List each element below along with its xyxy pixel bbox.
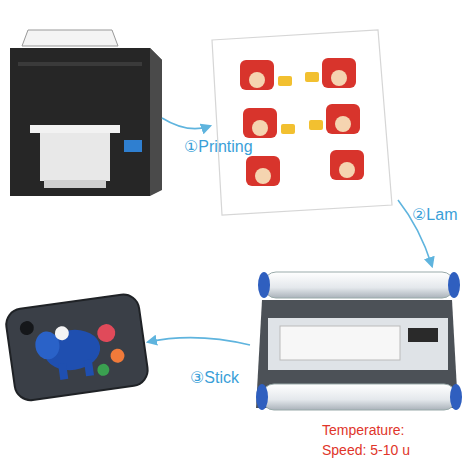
laminator-picture [256,272,462,410]
phone-case [4,292,149,402]
printer-picture [10,30,162,196]
flow-arrow [148,118,432,345]
sticker-sheet [212,30,392,215]
setting-note: Temperature: [322,422,404,438]
setting-note: Speed: 5-10 u [322,442,410,458]
step-label: ②Lam [412,206,457,224]
step-label: ①Printing [184,138,253,156]
step-label: ③Stick [190,369,239,387]
